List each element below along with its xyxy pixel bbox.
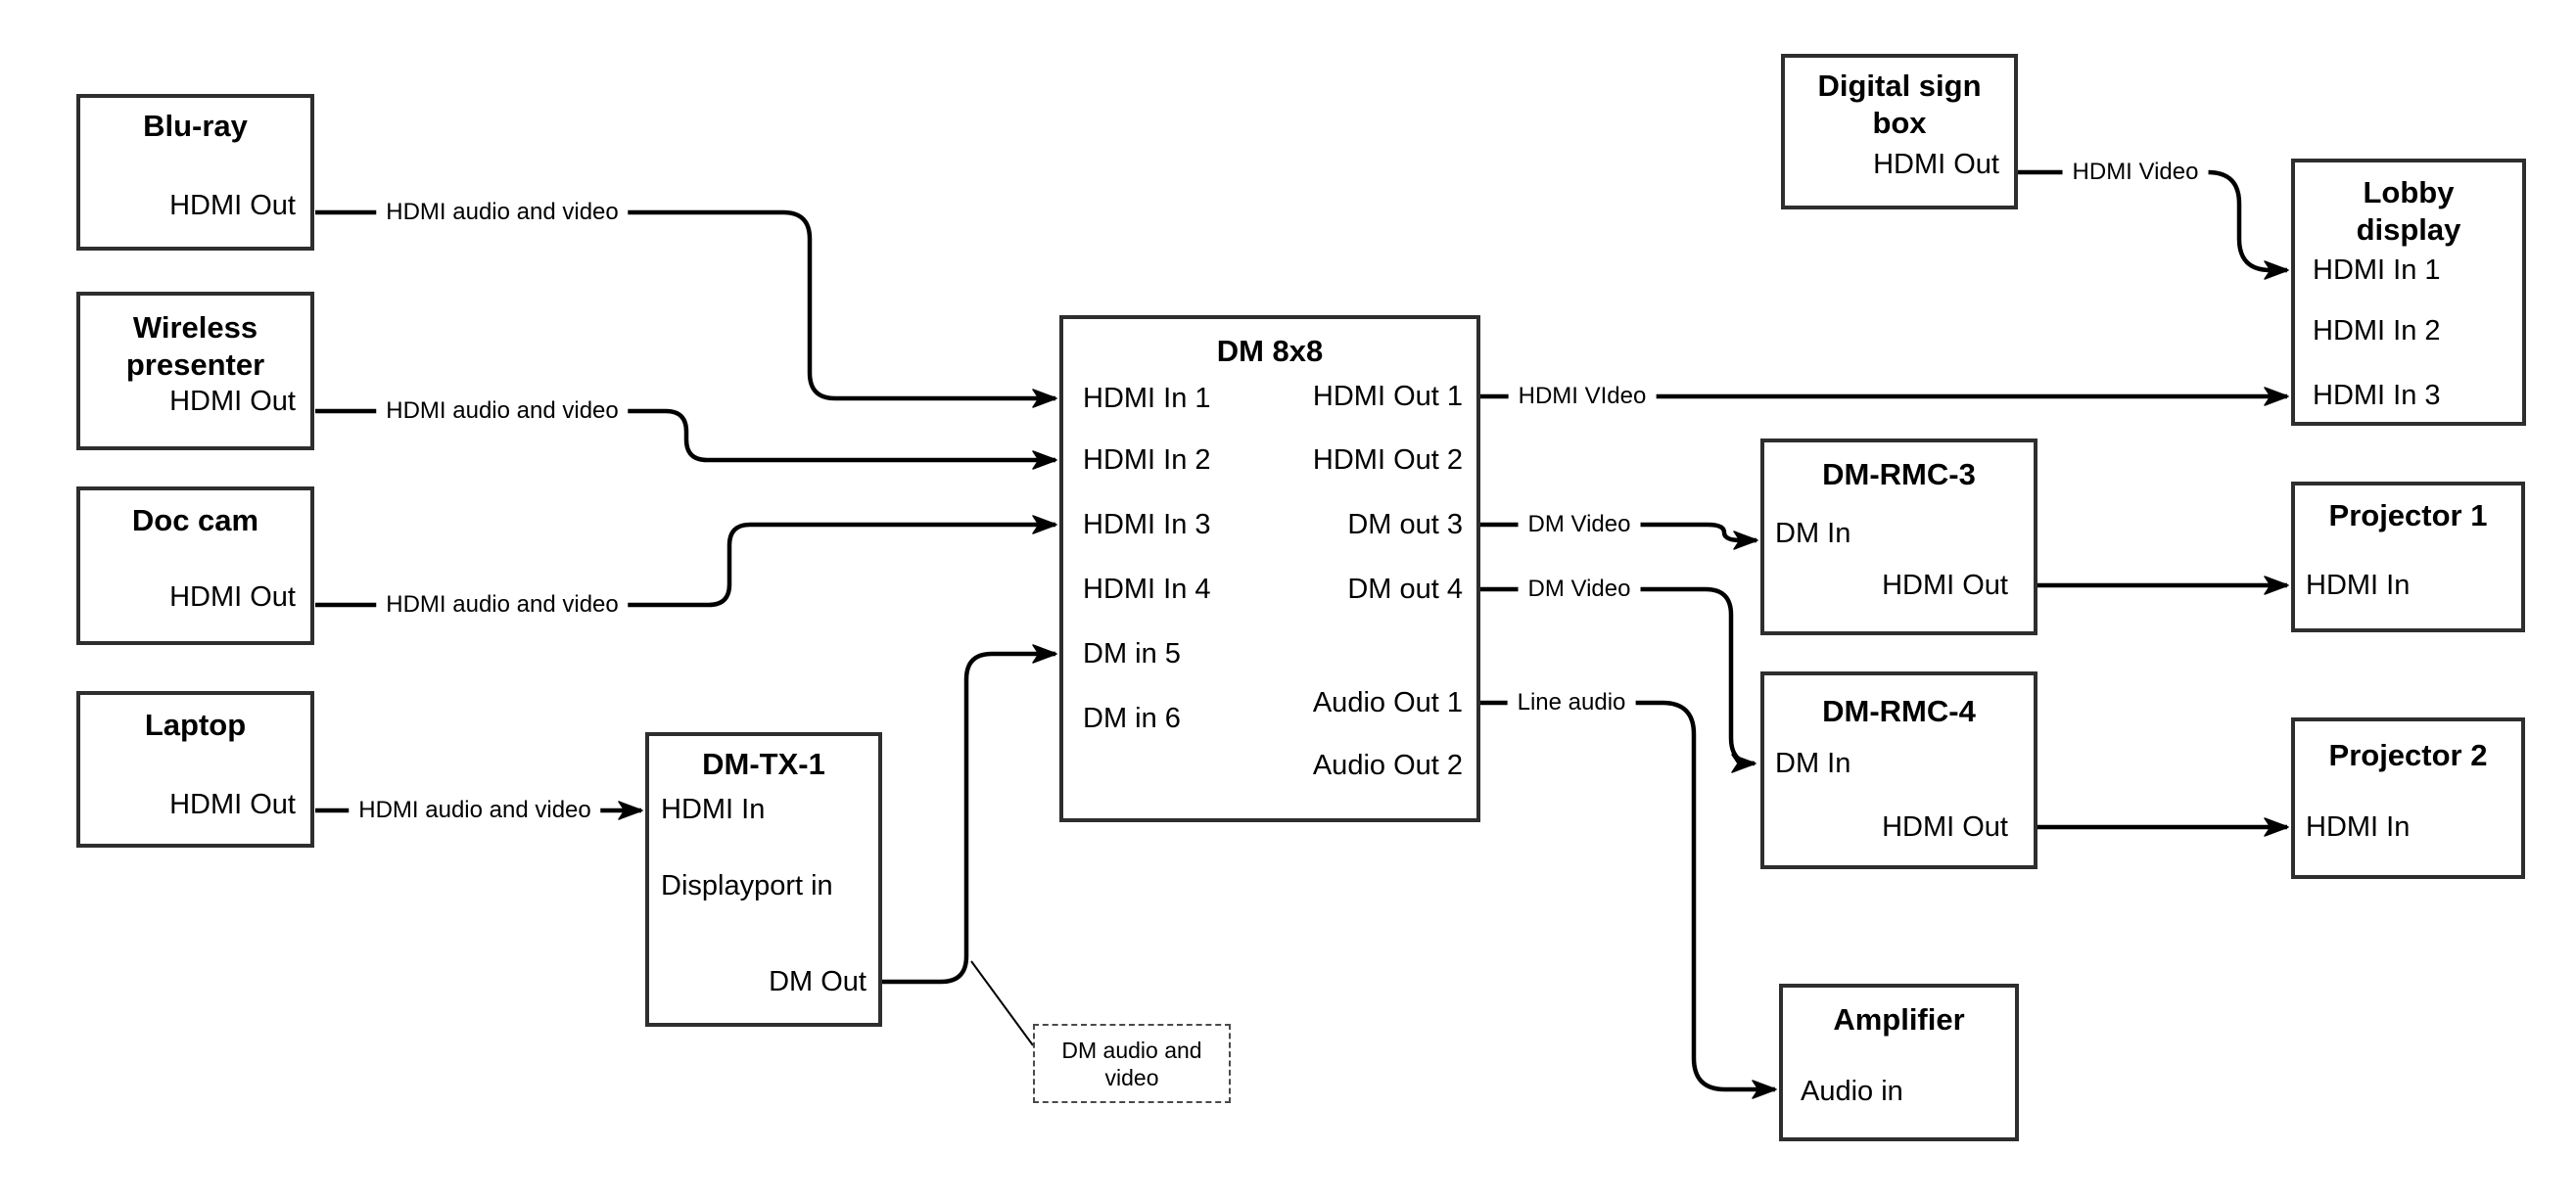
node-title-amplifier: Amplifier	[1833, 1002, 1965, 1037]
wire-label-w-dmout4-dmrmc4: DM Video	[1518, 575, 1641, 604]
node-title-dm-rmc-4: DM-RMC-4	[1822, 694, 1976, 728]
wire-label-w-laptop-dmtx1: HDMI audio and video	[349, 796, 601, 825]
wire-w-dmout4-dmrmc4	[1480, 586, 1756, 773]
wire-w-audioout1-amplifier	[1480, 700, 1777, 1099]
port-amplifier-audio-in: Audio in	[1801, 1076, 1903, 1107]
wire-w-dmtx1-dm8x8	[882, 644, 1057, 985]
node-title-doc-cam: Doc cam	[131, 503, 259, 537]
port-dm-8x8-hdmi-out-2: HDMI Out 2	[1312, 444, 1463, 476]
wire-label-w-hdmiout1-lobby: HDMI VIdeo	[1508, 382, 1657, 411]
port-dm-rmc-4-hdmi-out: HDMI Out	[1882, 811, 2008, 843]
node-title-lobby-display: Lobby display	[2356, 175, 2461, 247]
port-digital-sign-box-hdmi-out: HDMI Out	[1873, 149, 1999, 180]
node-title-dm-rmc-3: DM-RMC-3	[1822, 457, 1976, 491]
wire-label-w-audioout1-amplifier: Line audio	[1507, 688, 1636, 717]
node-dm-rmc-4: DM-RMC-4 DM In HDMI Out	[1760, 671, 2037, 869]
port-dm-8x8-audio-out-1: Audio Out 1	[1312, 687, 1463, 718]
port-wireless-presenter-hdmi-out: HDMI Out	[169, 386, 296, 417]
port-dm-8x8-hdmi-out-1: HDMI Out 1	[1312, 381, 1463, 412]
wire-w-digitalsign-lobby	[2018, 169, 2289, 280]
port-dm-8x8-dm-out-4: DM out 4	[1347, 574, 1463, 605]
annotation-note: DM audio and video	[1033, 1024, 1231, 1103]
node-projector-2: Projector 2 HDMI In	[2291, 717, 2525, 879]
port-lobby-display-hdmi-in-1: HDMI In 1	[2313, 254, 2441, 286]
port-dm-8x8-dm-in-6: DM in 6	[1083, 703, 1181, 734]
wire-w-dmout3-dmrmc3	[1480, 522, 1758, 550]
port-laptop-hdmi-out: HDMI Out	[169, 789, 296, 820]
wire-label-w-dmout3-dmrmc3: DM Video	[1518, 510, 1641, 539]
annotation-callout-line	[970, 960, 1034, 1046]
port-dm-rmc-3-hdmi-out: HDMI Out	[1882, 570, 2008, 601]
wire-label-w-wireless-dm8x8: HDMI audio and video	[376, 396, 629, 426]
port-dm-tx-1-hdmi-in: HDMI In	[661, 794, 766, 825]
port-dm-tx-1-dm-out: DM Out	[769, 966, 866, 997]
port-doc-cam-hdmi-out: HDMI Out	[169, 581, 296, 613]
port-dm-8x8-hdmi-in-4: HDMI In 4	[1083, 574, 1211, 605]
port-dm-rmc-3-dm-in: DM In	[1775, 518, 1851, 549]
port-dm-8x8-audio-out-2: Audio Out 2	[1312, 750, 1463, 781]
port-dm-rmc-4-dm-in: DM In	[1775, 748, 1851, 779]
node-title-wireless-presenter: Wireless presenter	[125, 310, 265, 382]
node-title-laptop: Laptop	[144, 708, 247, 742]
node-title-projector-1: Projector 1	[2328, 498, 2488, 532]
port-dm-8x8-dm-out-3: DM out 3	[1347, 509, 1463, 540]
node-dm-rmc-3: DM-RMC-3 DM In HDMI Out	[1760, 439, 2037, 635]
port-lobby-display-hdmi-in-3: HDMI In 3	[2313, 380, 2441, 411]
wire-w-bluray-dm8x8	[315, 209, 1057, 408]
port-dm-8x8-hdmi-in-3: HDMI In 3	[1083, 509, 1211, 540]
node-title-bluray: Blu-ray	[143, 109, 248, 143]
node-title-projector-2: Projector 2	[2328, 738, 2488, 772]
node-projector-1: Projector 1 HDMI In	[2291, 482, 2525, 632]
port-projector-1-hdmi-in: HDMI In	[2306, 570, 2411, 601]
port-lobby-display-hdmi-in-2: HDMI In 2	[2313, 315, 2441, 346]
wire-label-w-bluray-dm8x8: HDMI audio and video	[376, 198, 629, 227]
wire-w-doccam-dm8x8	[315, 515, 1057, 608]
port-dm-8x8-hdmi-in-1: HDMI In 1	[1083, 383, 1211, 414]
wire-label-w-digitalsign-lobby: HDMI Video	[2062, 158, 2209, 187]
wire-label-w-doccam-dm8x8: HDMI audio and video	[376, 590, 629, 620]
wire-w-wireless-dm8x8	[315, 408, 1057, 470]
node-title-digital-sign-box: Digital sign box	[1817, 69, 1982, 140]
port-dm-tx-1-displayport-in: Displayport in	[661, 870, 833, 901]
node-title-dm-8x8: DM 8x8	[1216, 334, 1324, 368]
port-bluray-hdmi-out: HDMI Out	[169, 190, 296, 221]
port-dm-8x8-dm-in-5: DM in 5	[1083, 638, 1181, 670]
node-title-dm-tx-1: DM-TX-1	[702, 747, 825, 781]
port-projector-2-hdmi-in: HDMI In	[2306, 811, 2411, 843]
port-dm-8x8-hdmi-in-2: HDMI In 2	[1083, 444, 1211, 476]
